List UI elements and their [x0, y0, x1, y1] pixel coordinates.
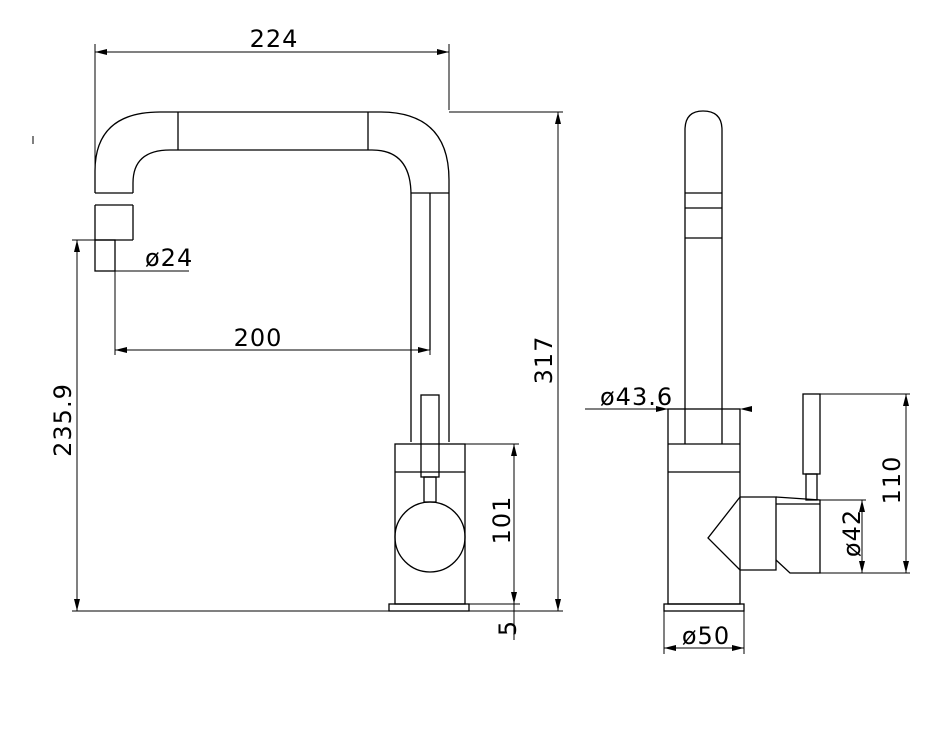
front-handle-disc: [394, 501, 466, 573]
side-dimensions: ø43.6 110 ø42 ø50: [585, 383, 910, 654]
dim-body-height-label: 101: [488, 496, 516, 545]
front-lever: [420, 394, 440, 478]
dim-handle-diameter-label: ø42: [838, 509, 866, 557]
front-body: [394, 443, 466, 605]
spout-outer-outline: [94, 111, 450, 442]
dim-height-overall-label: 317: [530, 336, 558, 385]
dim-base-thickness-label: 5: [494, 620, 522, 636]
side-lever: [802, 393, 821, 475]
dim-body-diameter-label: ø43.6: [600, 383, 673, 411]
side-body: [667, 408, 741, 605]
dim-spout-diameter-label: ø24: [145, 244, 193, 272]
front-dimensions: 224 ø24 200 317 235.9 101: [32, 25, 563, 640]
spout-inner-outline: [132, 149, 412, 442]
side-handle-cone: [707, 496, 777, 571]
dim-lever-height-label: 110: [878, 456, 906, 505]
dim-spout-height-label: 235.9: [49, 383, 77, 457]
side-spout-column: [684, 110, 723, 444]
dim-spout-reach-label: 200: [234, 324, 283, 352]
side-handle-cylinder: [775, 496, 821, 574]
dim-base-diameter-label: ø50: [682, 622, 730, 650]
front-base-plate: [388, 603, 470, 612]
dim-width-overall-label: 224: [250, 25, 299, 53]
side-base: [663, 603, 745, 612]
side-view: [663, 110, 821, 612]
aerator-nozzle: [94, 239, 116, 272]
front-view: [94, 111, 470, 612]
